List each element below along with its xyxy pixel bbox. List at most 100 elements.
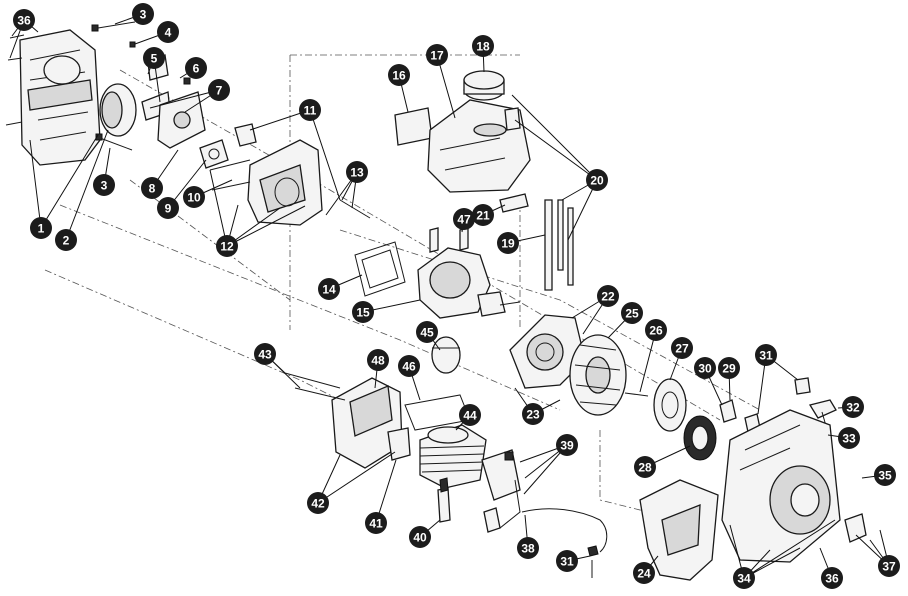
callout-2: 2 bbox=[55, 229, 77, 251]
callout-badge bbox=[426, 44, 448, 66]
callout-badge bbox=[398, 355, 420, 377]
callout-15: 15 bbox=[352, 301, 374, 323]
screw-parts bbox=[5, 21, 136, 151]
callout-label: 30 bbox=[698, 362, 712, 376]
callout-badge bbox=[671, 337, 693, 359]
callout-label: 24 bbox=[637, 567, 651, 581]
callout-18: 18 bbox=[472, 35, 494, 57]
callout-badge bbox=[367, 349, 389, 371]
callout-label: 6 bbox=[193, 62, 200, 76]
callout-47: 47 bbox=[453, 208, 475, 230]
callout-badge bbox=[157, 21, 179, 43]
callout-36: 36 bbox=[821, 567, 843, 589]
callout-22: 22 bbox=[597, 285, 619, 307]
callout-label: 38 bbox=[521, 542, 535, 556]
starter-pulley bbox=[653, 378, 717, 461]
callout-46: 46 bbox=[398, 355, 420, 377]
callout-27: 27 bbox=[671, 337, 693, 359]
callout-label: 47 bbox=[457, 213, 471, 227]
callout-label: 33 bbox=[842, 432, 856, 446]
gasket bbox=[354, 241, 406, 297]
callout-badge bbox=[821, 567, 843, 589]
callout-label: 11 bbox=[304, 104, 317, 118]
callout-label: 7 bbox=[216, 84, 223, 98]
callout-badge bbox=[185, 57, 207, 79]
callout-label: 37 bbox=[882, 560, 896, 574]
callout-badge bbox=[874, 464, 896, 486]
callout-badge bbox=[453, 208, 475, 230]
crankcase bbox=[417, 247, 521, 319]
callout-14: 14 bbox=[318, 278, 340, 300]
fuel-tank bbox=[394, 70, 531, 193]
callout-label: 13 bbox=[350, 166, 364, 180]
starter-pawls bbox=[719, 377, 837, 441]
callout-badge bbox=[254, 343, 276, 365]
callout-17: 17 bbox=[426, 44, 448, 66]
callout-label: 27 bbox=[675, 342, 689, 356]
starter-housing bbox=[721, 409, 867, 563]
callout-44: 44 bbox=[459, 404, 481, 426]
callout-label: 3 bbox=[101, 179, 108, 193]
callout-3: 3 bbox=[93, 174, 115, 196]
callout-label: 46 bbox=[402, 360, 416, 374]
flywheel bbox=[569, 334, 649, 416]
callout-badge bbox=[472, 35, 494, 57]
callout-label: 23 bbox=[526, 408, 540, 422]
callout-26: 26 bbox=[645, 319, 667, 341]
callout-30: 30 bbox=[694, 357, 716, 379]
callout-label: 9 bbox=[165, 202, 172, 216]
callout-1: 1 bbox=[30, 217, 52, 239]
callout-42: 42 bbox=[307, 492, 329, 514]
callout-36: 36 bbox=[13, 9, 35, 31]
callout-label: 26 bbox=[649, 324, 663, 338]
callout-12: 12 bbox=[216, 235, 238, 257]
callout-label: 48 bbox=[371, 354, 385, 368]
callout-badge bbox=[522, 403, 544, 425]
callout-layer: 1233456789101112131415161718192021222324… bbox=[13, 3, 900, 589]
callout-label: 16 bbox=[392, 69, 406, 83]
callout-5: 5 bbox=[143, 47, 165, 69]
callout-label: 25 bbox=[625, 307, 639, 321]
callout-badge bbox=[878, 555, 900, 577]
callout-39: 39 bbox=[556, 434, 578, 456]
callout-16: 16 bbox=[388, 64, 410, 86]
callout-10: 10 bbox=[183, 186, 205, 208]
callout-4: 4 bbox=[157, 21, 179, 43]
callout-25: 25 bbox=[621, 302, 643, 324]
callout-label: 36 bbox=[17, 14, 31, 28]
callout-label: 10 bbox=[187, 191, 201, 205]
callout-label: 29 bbox=[722, 362, 736, 376]
callout-29: 29 bbox=[718, 357, 740, 379]
callout-45: 45 bbox=[416, 321, 438, 343]
callout-3: 3 bbox=[132, 3, 154, 25]
callout-33: 33 bbox=[838, 427, 860, 449]
callout-label: 44 bbox=[463, 409, 477, 423]
callout-24: 24 bbox=[633, 562, 655, 584]
ignition-coil bbox=[437, 449, 521, 533]
air-filter-housing bbox=[19, 29, 137, 166]
callout-31: 31 bbox=[755, 344, 777, 366]
callout-20: 20 bbox=[586, 169, 608, 191]
callout-badge bbox=[216, 235, 238, 257]
callout-badge bbox=[586, 169, 608, 191]
callout-label: 12 bbox=[220, 240, 234, 254]
callout-label: 35 bbox=[878, 469, 892, 483]
callout-19: 19 bbox=[497, 232, 519, 254]
callout-35: 35 bbox=[874, 464, 896, 486]
callout-label: 19 bbox=[501, 237, 515, 251]
callout-label: 4 bbox=[165, 26, 172, 40]
callout-badge bbox=[132, 3, 154, 25]
callout-label: 40 bbox=[413, 531, 427, 545]
callout-8: 8 bbox=[141, 177, 163, 199]
callout-label: 1 bbox=[38, 222, 45, 236]
callout-badge bbox=[13, 9, 35, 31]
callout-label: 31 bbox=[759, 349, 773, 363]
ignition-wire bbox=[521, 508, 608, 578]
callout-label: 14 bbox=[322, 283, 336, 297]
callout-badge bbox=[497, 232, 519, 254]
fuel-lines bbox=[429, 193, 574, 291]
callout-badge bbox=[208, 79, 230, 101]
callout-badge bbox=[472, 204, 494, 226]
callout-37: 37 bbox=[878, 555, 900, 577]
